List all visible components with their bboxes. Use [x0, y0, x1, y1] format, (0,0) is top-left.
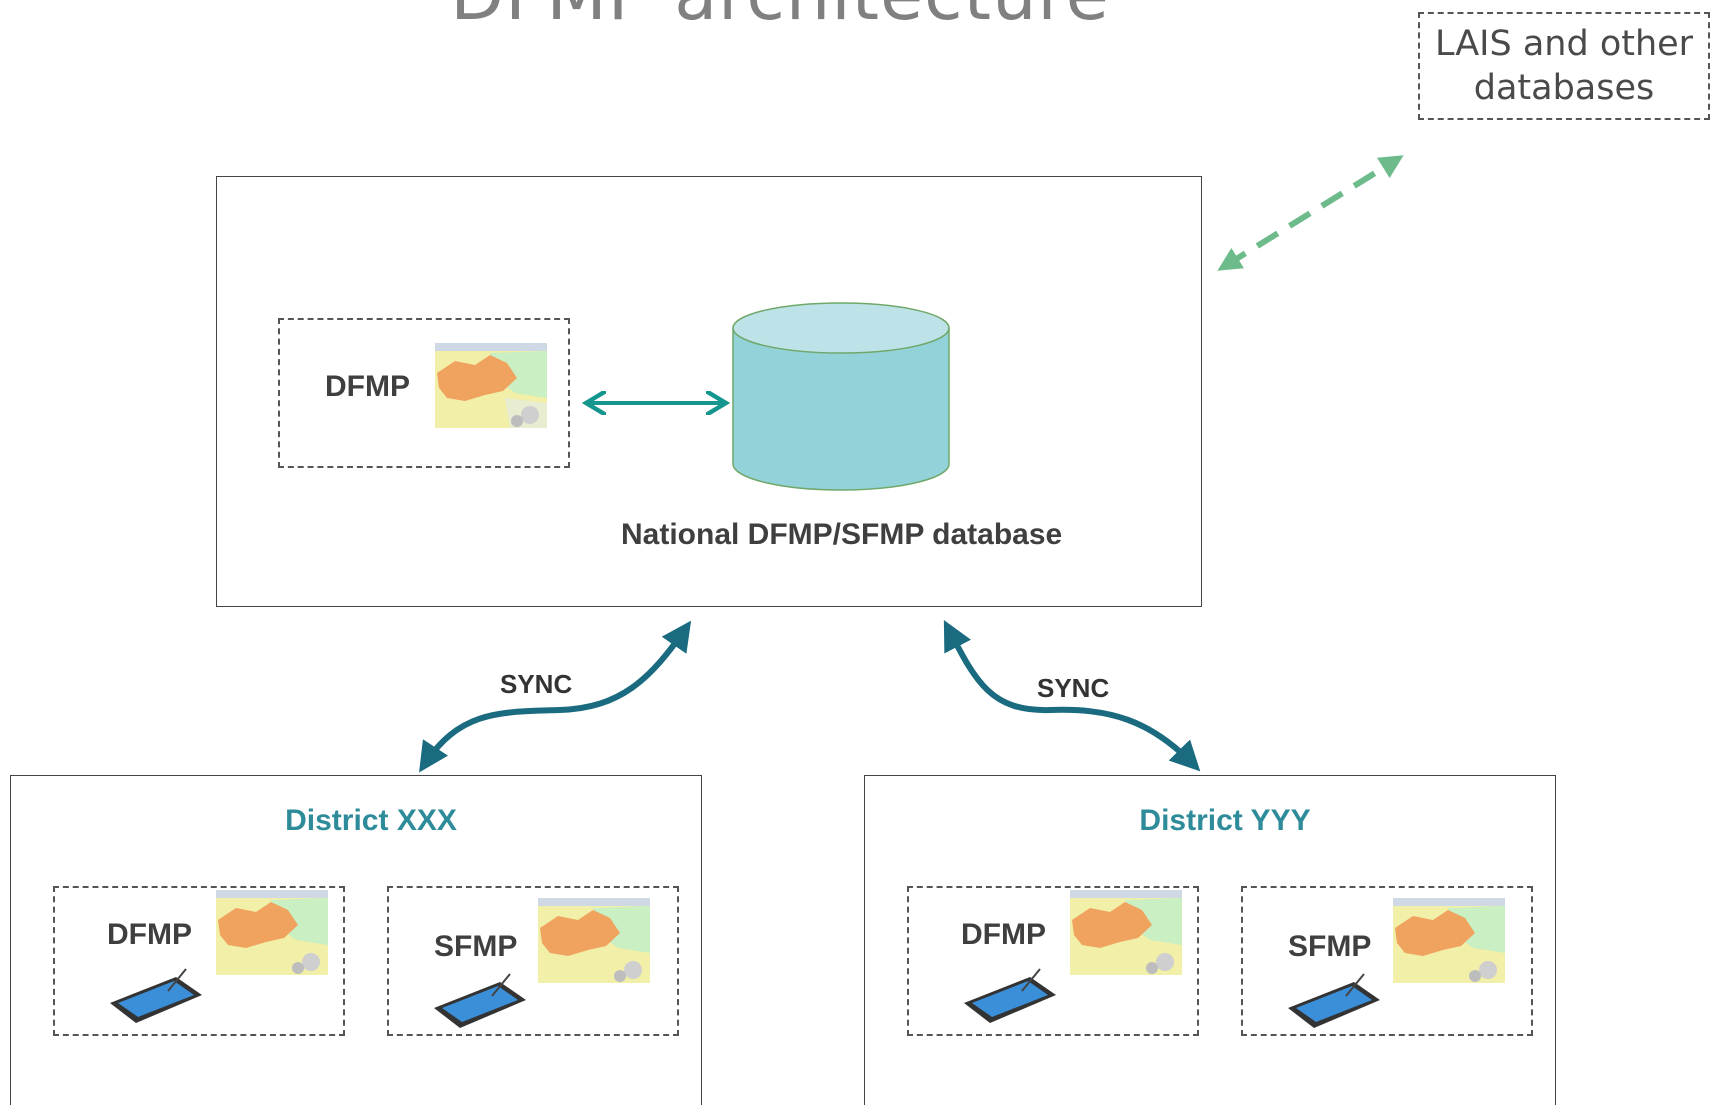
tablet-stylus-icon [110, 968, 202, 1023]
national-database-label: National DFMP/SFMP database [621, 518, 1063, 551]
national-dfmp-module: DFMP [278, 318, 570, 468]
database-cylinder-icon [732, 302, 950, 491]
map-thumbnail-icon [216, 890, 328, 975]
module-label: DFMP [961, 918, 1046, 951]
module-label: DFMP [107, 918, 192, 951]
external-databases-line2: databases [1473, 68, 1655, 108]
module-label: SFMP [1288, 930, 1372, 963]
external-database-arrow [1217, 155, 1404, 271]
map-thumbnail-icon [538, 898, 650, 983]
external-databases-line1: LAIS and other [1434, 24, 1694, 64]
national-dfmp-label: DFMP [325, 370, 410, 403]
page-title: DFMP architecture [0, 0, 1560, 36]
tablet-stylus-icon [1288, 973, 1380, 1028]
map-thumbnail-icon [435, 343, 547, 428]
district-title-yyy: District YYY [1139, 804, 1311, 837]
tablet-stylus-icon [434, 973, 526, 1028]
district-title-xxx: District XXX [285, 804, 457, 837]
map-thumbnail-icon [1070, 890, 1182, 975]
sync-label-left: SYNC [500, 669, 573, 699]
tablet-stylus-icon [964, 968, 1056, 1023]
external-databases-box: LAIS and other databases [1418, 12, 1710, 120]
sync-label-right: SYNC [1037, 673, 1110, 703]
map-thumbnail-icon [1393, 898, 1505, 983]
module-label: SFMP [434, 930, 518, 963]
